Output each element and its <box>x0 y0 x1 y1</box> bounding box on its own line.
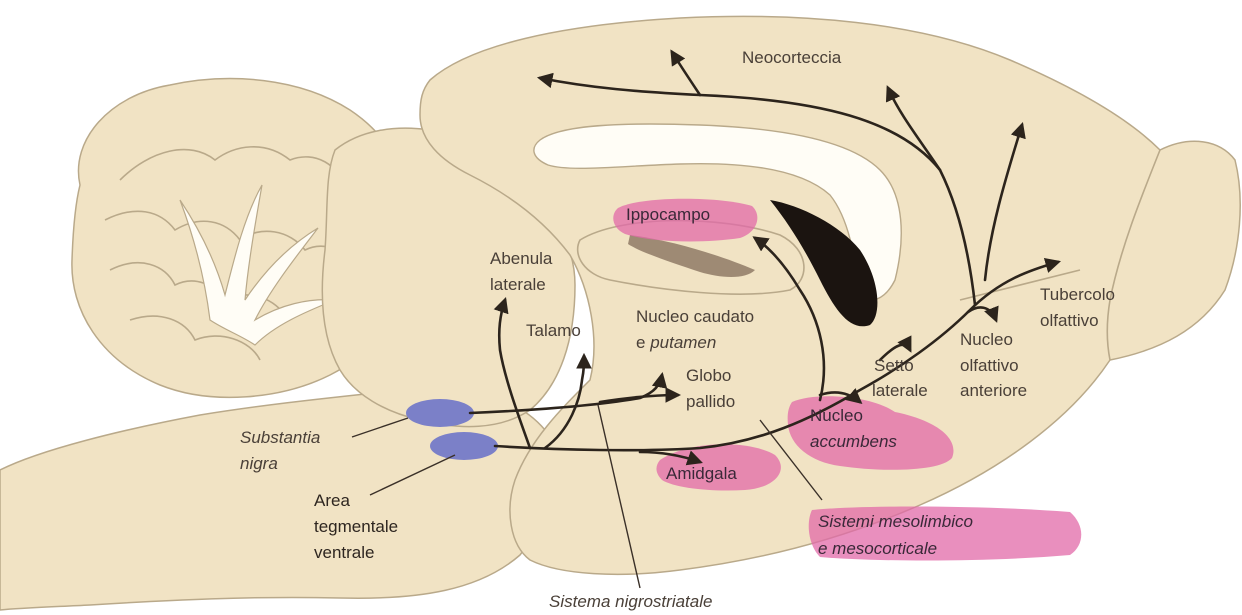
septum-label-line1: Setto <box>874 356 914 375</box>
amygdala-label: Amidgala <box>666 464 737 483</box>
anterior-olfactory-label-line2: olfattivo <box>960 356 1019 375</box>
substantia-nigra-nucleus <box>406 399 474 427</box>
habenula-label-line1: Abenula <box>490 249 553 268</box>
accumbens-label-line2: accumbens <box>810 432 897 451</box>
neocortex-label: Neocorteccia <box>742 48 842 67</box>
substantia-nigra-label-line2: nigra <box>240 454 278 473</box>
septum-label-line2: laterale <box>872 381 928 400</box>
vta-label-line2: tegmentale <box>314 517 398 536</box>
habenula-label-line2: laterale <box>490 275 546 294</box>
globus-label-line2: pallido <box>686 392 735 411</box>
nigrostriatal-label: Sistema nigrostriatale <box>549 592 712 611</box>
olfactory-tubercle-label-line2: olfattivo <box>1040 311 1099 330</box>
caudate-label-putamen: putamen <box>649 333 716 352</box>
anterior-olfactory-label-line1: Nucleo <box>960 330 1013 349</box>
mesolimbic-label-line2: e mesocorticale <box>818 539 937 558</box>
caudate-label-e: e <box>636 333 650 352</box>
mesolimbic-label-line1: Sistemi mesolimbico <box>818 512 973 531</box>
olfactory-tubercle-label-line1: Tubercolo <box>1040 285 1115 304</box>
accumbens-label-line1: Nucleo <box>810 406 863 425</box>
caudate-label-line2: e putamen <box>636 333 716 352</box>
caudate-label-line1: Nucleo caudato <box>636 307 754 326</box>
hippocampus-label: Ippocampo <box>626 205 710 224</box>
vta-label-line3: ventrale <box>314 543 374 562</box>
vta-label-line1: Area <box>314 491 350 510</box>
thalamus-label: Talamo <box>526 321 581 340</box>
globus-label-line1: Globo <box>686 366 731 385</box>
anterior-olfactory-label-line3: anteriore <box>960 381 1027 400</box>
substantia-nigra-label-line1: Substantia <box>240 428 320 447</box>
vta-nucleus <box>430 432 498 460</box>
